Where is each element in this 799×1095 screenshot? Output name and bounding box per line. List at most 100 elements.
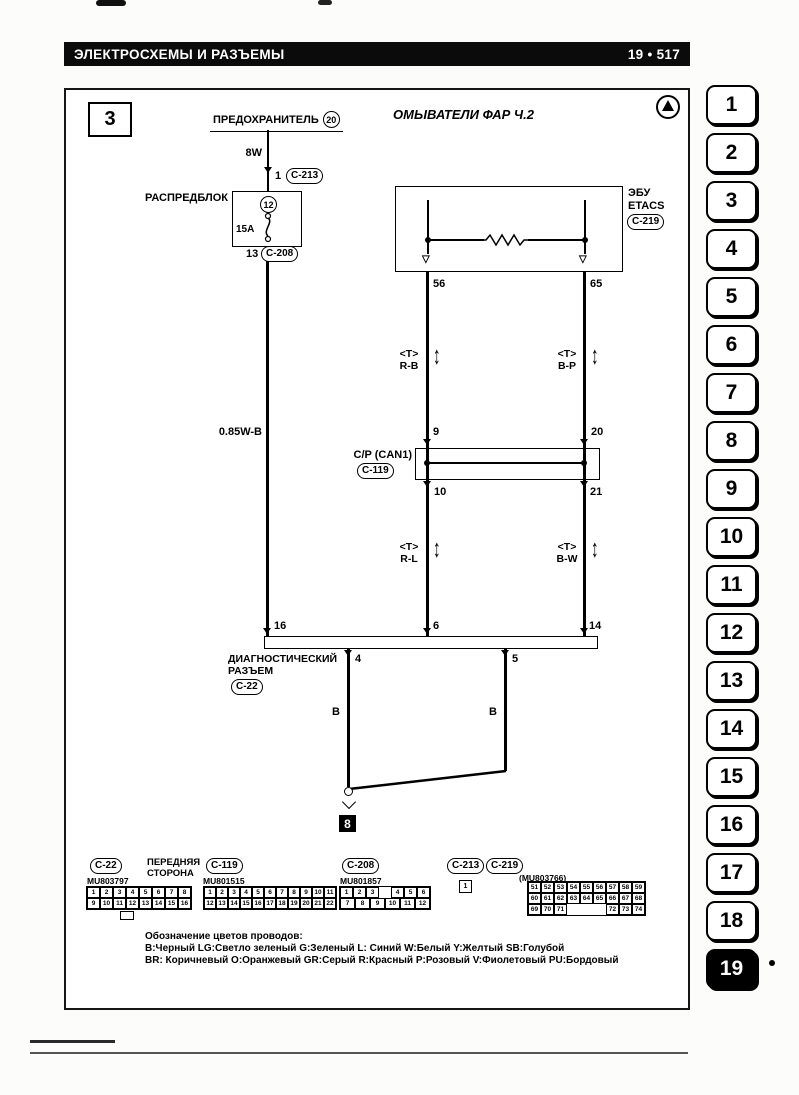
pin-cell: 51 [528, 882, 541, 893]
wire-code-bw: B-W [556, 553, 578, 565]
ecu-resistor-lead-left [428, 239, 484, 241]
brand-logo-icon [656, 95, 680, 119]
legend-line-2: BR: Коричневый O:Оранжевый GR:Серый R:Кр… [145, 955, 619, 966]
view-label-c119: C-119 [206, 858, 243, 874]
pin-cell: 69 [528, 904, 541, 915]
twist-label-rl: <T> R-L [392, 541, 426, 565]
twist-label-bw: <T> B-W [550, 541, 584, 565]
pin-cell: 54 [567, 882, 580, 893]
pin-gap [379, 887, 391, 898]
pin-cell: 10 [100, 898, 113, 909]
c22-part-number: MU803797 [87, 876, 129, 886]
pin-cell: 21 [312, 898, 324, 909]
ecu-box [395, 186, 623, 272]
pin-cell: 4 [126, 887, 139, 898]
twist-label-rb: <T> R-B [392, 348, 426, 372]
ground-ref: 8 [344, 816, 351, 831]
pin-cell: 73 [619, 904, 632, 915]
pin-cell: 3 [228, 887, 240, 898]
side-tab: 1 [706, 85, 757, 125]
connector-arrow-icon [501, 650, 509, 656]
pin-cell: 7 [276, 887, 288, 898]
pin-cell: 18 [276, 898, 288, 909]
side-tab: 16 [706, 805, 757, 845]
pin-cell: 5 [404, 887, 417, 898]
twist-t: <T> [557, 348, 577, 360]
pin-cell: 13 [139, 898, 152, 909]
header-title: ЭЛЕКТРОСХЕМЫ И РАЗЪЕМЫ [74, 46, 285, 62]
pin-cell: 10 [385, 898, 400, 909]
pin-cell: 12 [204, 898, 216, 909]
connector-arrow-icon [264, 167, 272, 173]
pin-cell: 4 [240, 887, 252, 898]
twist-t: <T> [399, 541, 419, 553]
pin-cell: 6 [152, 887, 165, 898]
connector-symbol-icon: ▽ [422, 254, 430, 265]
twist-t: <T> [399, 348, 419, 360]
pin-cell: 62 [554, 893, 567, 904]
wire-085wb-label: 0.85W-B [218, 426, 262, 438]
junction-dot [582, 237, 588, 243]
pin-cell: 7 [165, 887, 178, 898]
pin-cell: 12 [415, 898, 430, 909]
side-tab: 6 [706, 325, 757, 365]
wire-code-rl: R-L [400, 553, 418, 565]
connector-arrow-icon [263, 628, 271, 634]
pin-cell: 16 [178, 898, 191, 909]
scan-artifact [96, 0, 126, 6]
pin-cell: 12 [126, 898, 139, 909]
pin-cell: 9 [87, 898, 100, 909]
pin-cell: 60 [528, 893, 541, 904]
pin-cell: 58 [619, 882, 632, 893]
active-tab-marker [769, 960, 775, 966]
pin-1: 1 [275, 170, 282, 182]
side-tab: 4 [706, 229, 757, 269]
page-title: ОМЫВАТЕЛИ ФАР Ч.2 [393, 107, 534, 122]
pin-14: 14 [589, 620, 602, 632]
connector-arrow-icon [423, 628, 431, 634]
pin-10: 10 [434, 486, 447, 498]
can-wire-left [426, 272, 429, 636]
c119-part-number: MU801515 [203, 876, 245, 886]
ecu-resistor-lead-right [528, 239, 585, 241]
pin-cell: 11 [324, 887, 336, 898]
pin-gap [567, 904, 606, 915]
pin-cell: 9 [370, 898, 385, 909]
diag-label-1: ДИАГНОСТИЧЕСКИЙ [228, 653, 338, 665]
side-tab: 2 [706, 133, 757, 173]
diag-label-2: РАЗЪЕМ [228, 665, 274, 677]
twist-t: <T> [557, 541, 577, 553]
connector-arrow-icon [344, 650, 352, 656]
pin-cell: 72 [606, 904, 619, 915]
figure-number: 3 [104, 108, 116, 130]
pin-cell: 2 [100, 887, 113, 898]
pin-cell: 15 [165, 898, 178, 909]
pin-cell: 3 [113, 887, 126, 898]
pin-cell: 11 [113, 898, 126, 909]
pin-20: 20 [591, 426, 604, 438]
pin-cell: 1 [87, 887, 100, 898]
scan-artifact [318, 0, 332, 5]
resistor-symbol [482, 233, 530, 247]
junction-dot [425, 237, 431, 243]
wire-b-right-label: B [489, 706, 497, 718]
side-tab: 10 [706, 517, 757, 557]
pin-cell: 20 [300, 898, 312, 909]
side-tab: 11 [706, 565, 757, 605]
pin-cell: 15 [240, 898, 252, 909]
pin-cell: 57 [606, 882, 619, 893]
pin-21: 21 [590, 486, 603, 498]
connector-label-c208: C-208 [261, 246, 299, 262]
pin-cell: 11 [400, 898, 415, 909]
wire-code-bp: B-P [557, 360, 577, 372]
wire-bend [348, 769, 507, 791]
pin-cell: 9 [300, 887, 312, 898]
side-tab: 3 [706, 181, 757, 221]
connector-label-c22: C-22 [231, 679, 263, 695]
wire-code-rb: R-B [399, 360, 419, 372]
ground-wire-left [347, 649, 350, 787]
pin-4: 4 [355, 653, 362, 665]
